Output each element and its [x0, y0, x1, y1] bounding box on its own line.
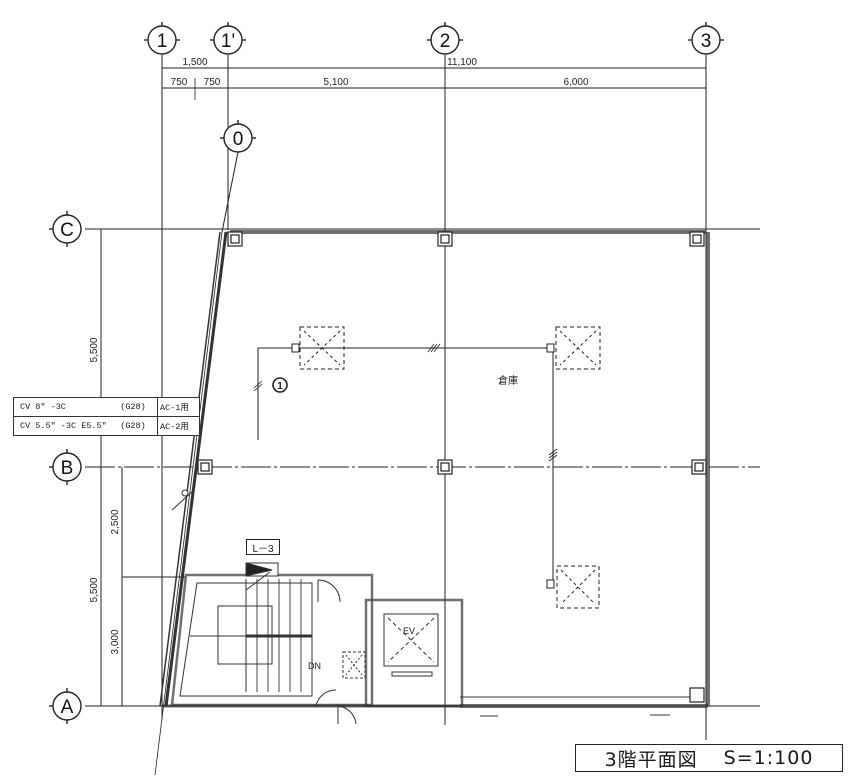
dimension-text: 750: [171, 77, 188, 88]
grid-bubble-0: [220, 120, 256, 153]
cable-type: CV 5.5" -3C E5.5": [20, 421, 107, 431]
dimension-text: 6,000: [563, 77, 588, 88]
dimension-text: 1,500: [182, 57, 207, 68]
grid-bubble-A: [49, 688, 82, 724]
ac-units: [253, 326, 601, 609]
grid-label: 3: [701, 31, 712, 52]
dimension-text: 2,500: [110, 509, 121, 534]
drawing-title-block: 3階平面図 S=1:100: [575, 744, 843, 772]
ac-unit-icon: [555, 326, 601, 370]
grid-bubble-1: [144, 22, 180, 55]
cable-row: CV 5.5" -3C E5.5" (G28) AC-2用: [14, 417, 199, 435]
grid-label: 1': [221, 31, 235, 52]
dimension-text: 5,100: [323, 77, 348, 88]
grid-bubble-C: [49, 211, 82, 247]
grid-label: 2: [440, 31, 451, 52]
dimension-text: 11,100: [447, 57, 477, 68]
cable-row: CV 8" -3C (G28) AC-1用: [14, 398, 199, 417]
grid-line-0: [221, 151, 239, 233]
grid-label: 0: [233, 129, 244, 150]
grid-label: A: [61, 697, 74, 718]
dimension-text: 5,500: [89, 337, 100, 362]
grid-label: 1: [157, 31, 168, 52]
grid-label: B: [61, 458, 74, 479]
cable-schedule-table: CV 8" -3C (G28) AC-1用 CV 5.5" -3C E5.5" …: [13, 397, 200, 436]
dimension-text: 3,000: [110, 629, 121, 654]
stair-down-label: DN: [308, 661, 321, 671]
circuit-tag-icon: [272, 377, 288, 393]
grid-bubble-1prime: [210, 22, 246, 55]
grid-bubble-2: [427, 22, 463, 55]
cable-type: CV 8" -3C: [20, 402, 66, 412]
ac-unit-icon: [556, 565, 600, 609]
dimension-text: 750: [204, 77, 221, 88]
stair-tag: L－3: [246, 539, 280, 555]
grid-label: C: [60, 220, 74, 241]
dimension-text: 5,500: [89, 577, 100, 602]
grid-bubble-B: [49, 449, 82, 485]
room-label: 倉庫: [498, 376, 518, 387]
cable-ground: (G28): [120, 421, 146, 431]
drawing-title: 3階平面図: [604, 748, 698, 771]
circuit-tag: 1: [277, 381, 283, 392]
cable-ground: (G28): [120, 402, 146, 412]
cable-use: AC-1用: [157, 398, 199, 416]
grid-bubble-3: [688, 22, 724, 55]
drawing-scale: S=1:100: [723, 747, 814, 769]
elevator-label: EV: [403, 626, 416, 636]
cable-use: AC-2用: [157, 417, 199, 435]
